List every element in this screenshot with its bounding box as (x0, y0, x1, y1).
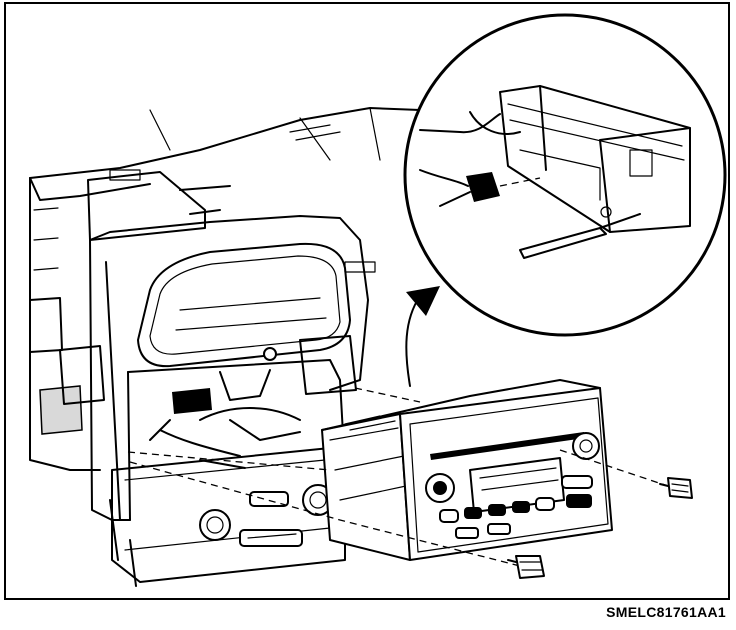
figure-caption: SMELC81761AA1 (606, 604, 726, 620)
callout-arrow (405, 286, 440, 387)
radio-head-unit (321, 379, 613, 561)
instrument-cluster-bezel (89, 215, 376, 521)
detail-inset-circle (403, 13, 727, 337)
mounting-screws (127, 387, 693, 579)
dashboard-left-side (29, 177, 105, 471)
screw-bottom (507, 555, 545, 579)
screw-right (659, 477, 693, 499)
climate-control-panel (109, 447, 346, 587)
